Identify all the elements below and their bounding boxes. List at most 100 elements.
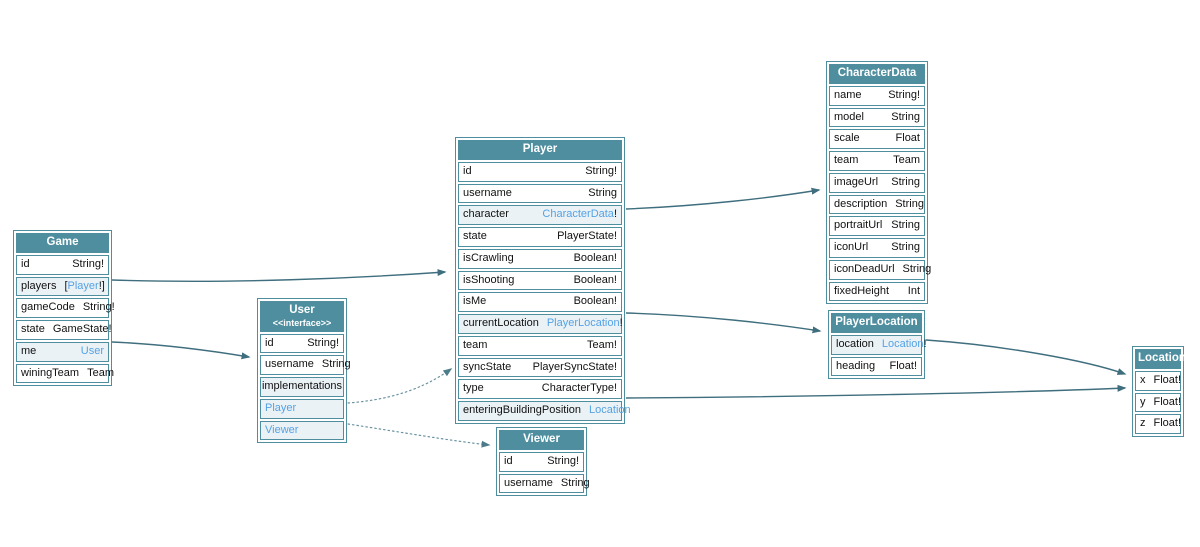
- table-header-viewer: Viewer: [499, 430, 584, 450]
- field-type: String!: [585, 165, 617, 179]
- field-name: fixedHeight: [834, 284, 890, 297]
- type-link[interactable]: CharacterData: [542, 208, 614, 221]
- type-text: String: [891, 110, 920, 123]
- type-text: Float: [895, 132, 920, 145]
- type-text: String: [891, 175, 920, 188]
- table-title: PlayerLocation: [835, 316, 918, 328]
- type-link[interactable]: Location: [589, 404, 631, 417]
- field-name: username: [265, 358, 314, 371]
- field-row-location-y: y Float!: [1135, 392, 1182, 413]
- type-link[interactable]: Player: [67, 279, 99, 292]
- table-header-location: Location: [1135, 349, 1186, 369]
- field-row-game-players: players[Player!]: [16, 276, 109, 297]
- field-row-player-character: character CharacterData!: [458, 205, 622, 226]
- table-title: Game: [46, 236, 79, 248]
- type-text: String: [588, 186, 617, 199]
- field-name: type: [463, 382, 484, 395]
- field-name: scale: [834, 132, 860, 145]
- type-text: String!: [72, 257, 104, 270]
- type-text: GameState!: [52, 323, 112, 336]
- field-type: Float!: [1154, 396, 1182, 410]
- type-text: String: [891, 241, 920, 254]
- type-text: !: [619, 317, 623, 330]
- type-text: Float!: [889, 359, 917, 372]
- field-name: team: [834, 154, 859, 167]
- type-text: String!: [307, 336, 339, 349]
- field-name: heading: [836, 359, 876, 372]
- type-text: Team: [893, 154, 920, 167]
- field-type: String!: [83, 301, 115, 315]
- field-type: String: [895, 198, 924, 212]
- type-text: String: [891, 219, 920, 232]
- field-type: CharacterType!: [542, 382, 617, 396]
- field-name: name: [834, 88, 862, 101]
- field-name-link[interactable]: Viewer: [265, 423, 299, 436]
- type-link[interactable]: PlayerLocation: [546, 317, 620, 330]
- type-text: String!: [888, 88, 920, 101]
- field-row-viewer-id: id String!: [499, 451, 584, 472]
- field-name-link[interactable]: Player: [265, 401, 297, 414]
- field-row-user-implementations: implementations: [260, 377, 344, 397]
- field-type: Float!: [1154, 374, 1182, 388]
- field-name: x: [1140, 373, 1146, 386]
- type-text: Boolean!: [573, 295, 617, 308]
- field-type: Int: [908, 285, 920, 299]
- field-row-player-isShooting: isShooting Boolean!: [458, 270, 622, 291]
- type-text: !: [923, 337, 927, 350]
- field-name: isShooting: [463, 273, 515, 286]
- field-name: id: [21, 257, 30, 270]
- field-name: iconUrl: [834, 241, 869, 254]
- field-row-characterdata-team: team Team: [829, 151, 925, 171]
- field-name: implementations: [261, 380, 343, 393]
- field-name: enteringBuildingPosition: [463, 404, 582, 417]
- field-name: me: [21, 344, 37, 357]
- field-type: Float: [896, 132, 920, 146]
- table-header-user: User<<interface>>: [260, 301, 344, 332]
- field-row-characterdata-fixedHeight: fixedHeight Int: [829, 281, 925, 302]
- field-name: id: [504, 454, 513, 467]
- field-row-player-type: type CharacterType!: [458, 379, 622, 400]
- field-type: CharacterData!: [542, 208, 617, 222]
- field-row-location-x: x Float!: [1135, 370, 1182, 391]
- field-type: String: [891, 176, 920, 190]
- field-type: Float!: [1154, 417, 1182, 431]
- table-title: Viewer: [523, 433, 560, 445]
- type-text: String!: [547, 454, 579, 467]
- field-name: character: [463, 208, 509, 221]
- field-type: GameState!: [53, 323, 112, 337]
- field-type: PlayerLocation!: [547, 317, 623, 331]
- edge-user-viewer-to-viewer: [347, 423, 491, 448]
- field-row-playerlocation-heading: heading Float!: [831, 356, 922, 377]
- type-text: !]: [98, 279, 105, 292]
- type-text: !: [613, 208, 617, 221]
- type-link[interactable]: User: [80, 344, 104, 357]
- type-text: String: [895, 197, 924, 210]
- type-link[interactable]: Location: [881, 337, 924, 350]
- field-type: Location!: [882, 338, 927, 352]
- type-text: String: [321, 358, 351, 371]
- field-type: Boolean!: [574, 274, 617, 288]
- field-type: Boolean!: [574, 295, 617, 309]
- field-type: String: [322, 358, 351, 372]
- type-text: String!: [82, 301, 115, 314]
- field-type: String: [891, 241, 920, 255]
- field-type: String: [891, 111, 920, 125]
- edge-player-character-to-characterdata: [625, 187, 821, 210]
- table-header-player: Player: [458, 140, 622, 160]
- field-name: y: [1140, 395, 1146, 408]
